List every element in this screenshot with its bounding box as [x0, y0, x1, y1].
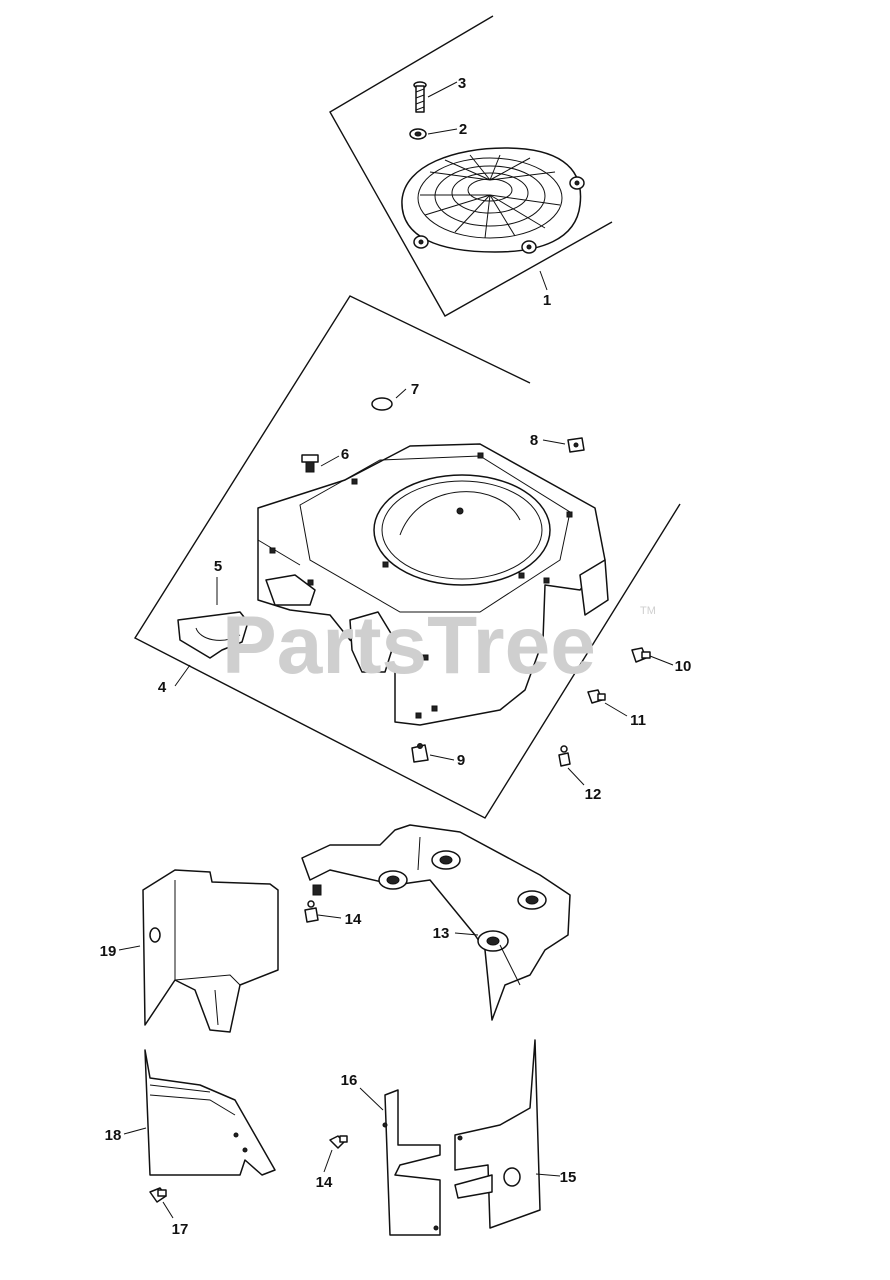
part-label-14-upper[interactable]: 14 — [345, 911, 362, 928]
part-label-15[interactable]: 15 — [560, 1169, 577, 1186]
part-label-17[interactable]: 17 — [172, 1221, 189, 1238]
bolt[interactable] — [301, 454, 319, 473]
part-label-13[interactable]: 13 — [433, 925, 450, 942]
part-label-7[interactable]: 7 — [411, 381, 419, 398]
part-label-14-lower[interactable]: 14 — [316, 1174, 333, 1191]
shroud-bracket-16[interactable] — [382, 1089, 441, 1236]
plug[interactable] — [371, 397, 393, 411]
fan-grille-screen[interactable] — [401, 147, 585, 254]
screw-11[interactable] — [587, 689, 606, 704]
watermark-trademark: TM — [640, 605, 656, 617]
part-label-9[interactable]: 9 — [457, 752, 465, 769]
side-shield-18[interactable] — [144, 1049, 276, 1176]
shroud-15[interactable] — [454, 1039, 541, 1229]
side-shield-19[interactable] — [142, 869, 279, 1033]
nut-clip[interactable] — [411, 743, 429, 763]
part-label-1[interactable]: 1 — [543, 292, 551, 309]
screw-14-lower[interactable] — [329, 1135, 348, 1149]
bolt-17[interactable] — [149, 1187, 167, 1203]
part-label-10[interactable]: 10 — [675, 658, 692, 675]
group-frame-middle — [134, 295, 681, 819]
part-label-4[interactable]: 4 — [158, 679, 167, 696]
screw-10[interactable] — [631, 647, 651, 663]
leader-lines — [118, 81, 674, 1219]
blower-housing[interactable] — [257, 443, 609, 726]
part-label-6[interactable]: 6 — [341, 446, 349, 463]
part-label-11[interactable]: 11 — [630, 712, 646, 729]
screw[interactable] — [413, 81, 427, 113]
nut-14-upper[interactable] — [304, 900, 319, 923]
part-label-8[interactable]: 8 — [530, 432, 538, 449]
baffle-plate[interactable] — [301, 824, 571, 1021]
part-label-19[interactable]: 19 — [100, 943, 117, 960]
part-label-18[interactable]: 18 — [105, 1127, 122, 1144]
air-guide[interactable] — [177, 611, 249, 659]
part-label-5[interactable]: 5 — [214, 558, 222, 575]
part-number-callouts: 1 2 3 4 5 6 7 8 9 10 11 12 13 14 14 15 1… — [100, 75, 692, 1238]
washer[interactable] — [409, 128, 427, 140]
part-label-3[interactable]: 3 — [458, 75, 466, 92]
part-label-12[interactable]: 12 — [585, 786, 602, 803]
part-label-16[interactable]: 16 — [341, 1072, 358, 1089]
watermark-text: PartsTree — [222, 600, 596, 691]
part-label-2[interactable]: 2 — [459, 121, 467, 138]
clip[interactable] — [567, 437, 585, 453]
group-frame-upper — [329, 15, 613, 317]
nut-12[interactable] — [558, 745, 571, 767]
